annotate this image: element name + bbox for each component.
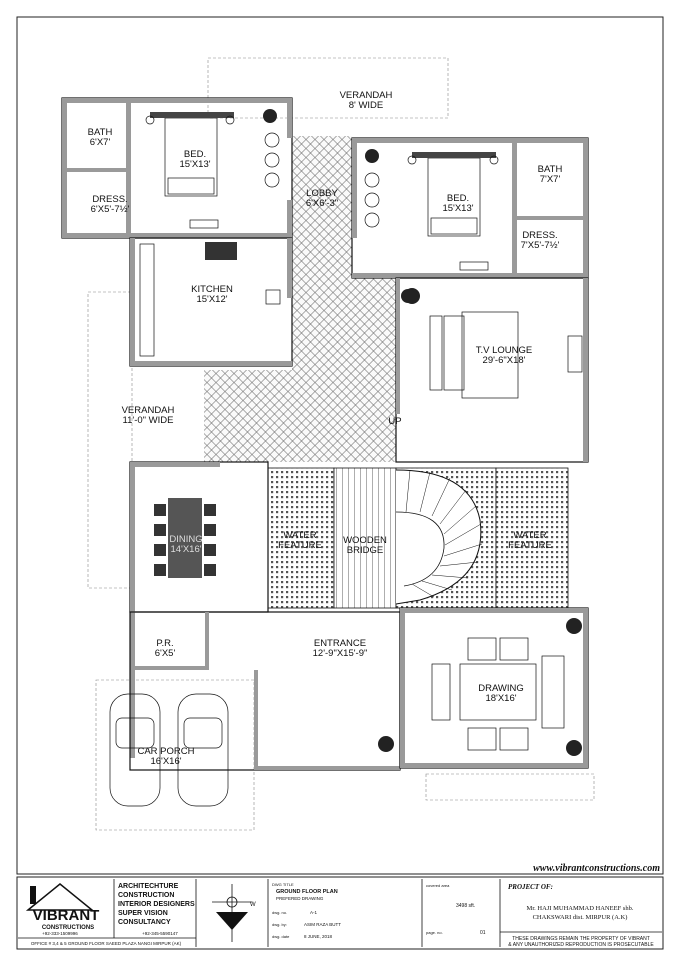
dwg-by-caption: dwg. by: xyxy=(272,922,287,927)
entrance-size: 12'-9"X15'-9" xyxy=(313,648,368,659)
lobby-name: LOBBY xyxy=(306,188,338,199)
water-right-size: FEATURE xyxy=(508,540,552,551)
ownership-note-1: THESE DRAWINGS REMAIN THE PROPERTY OF VI… xyxy=(512,936,650,942)
kitchen-block xyxy=(129,237,293,367)
brand-sub: CONSTRUCTIONS xyxy=(42,925,94,931)
tv-lounge-block xyxy=(395,277,589,463)
spiral-staircase xyxy=(395,469,483,605)
page-no: 01 xyxy=(480,930,486,936)
service-1: ARCHITECHTURE xyxy=(118,883,179,890)
water-left-name: WATER xyxy=(283,530,316,541)
bed-right-furniture xyxy=(364,149,499,271)
dwg-date-caption: dwg. date xyxy=(272,934,290,939)
office-address: OFFICE # 3,4 & 5 GROUND FLOOR SAEED PLAZ… xyxy=(31,941,182,946)
left-bedroom-block xyxy=(61,97,293,239)
client-location: CHAKSWARI dist. MIRPUR (A.K) xyxy=(533,914,628,921)
kitchen-name: KITCHEN xyxy=(191,284,233,295)
dwg-date: 8 JUNE, 2018 xyxy=(304,934,333,939)
bath-left-name: BATH xyxy=(88,127,113,138)
water-left-size: FEATURE xyxy=(278,540,322,551)
area-caption: covered area xyxy=(426,883,450,888)
courtyard-paving xyxy=(204,370,396,462)
verandah-top-size: 8' WIDE xyxy=(349,100,384,111)
title-block-border xyxy=(16,876,664,950)
verandah-left-name: VERANDAH xyxy=(122,405,175,416)
wooden-bridge xyxy=(333,467,397,609)
client-name: Mr. HAJI MUHAMMAD HANEEF shb. xyxy=(527,905,634,912)
dwg-no-caption: dwg. no. xyxy=(272,910,287,915)
lobby-upper-paving xyxy=(292,276,396,372)
phone-1: +92-333-1509996 xyxy=(42,931,78,936)
dress-left-name: DRESS. xyxy=(92,194,127,205)
verandah-left-outline xyxy=(87,291,133,589)
ownership-note-2: & ANY UNAUTHORIZED REPRODUCTION IS PROSE… xyxy=(508,942,654,948)
dwg-no: A-1 xyxy=(310,910,318,915)
bath-right-name: BATH xyxy=(538,164,563,175)
drawing-size: 18'X16' xyxy=(485,693,516,704)
dining-block xyxy=(129,461,269,758)
service-4: SUPER VISION xyxy=(118,910,168,917)
service-5: CONSULTANCY xyxy=(118,919,171,926)
project-caption: PROJECT OF: xyxy=(508,883,553,891)
bridge-size: BRIDGE xyxy=(347,545,383,556)
title-block: VIBRANT CONSTRUCTIONS +92-333-1509996 +9… xyxy=(18,879,662,948)
car-porch-name: CAR PORCH xyxy=(137,746,194,757)
sheet-border xyxy=(16,16,664,875)
plant-icons xyxy=(378,289,582,756)
car-porch-size: 16'X16' xyxy=(150,756,181,767)
service-3: INTERIOR DESIGNERS xyxy=(118,901,195,908)
drawing-block xyxy=(399,607,595,801)
compass-letter: W xyxy=(250,902,256,908)
right-bedroom-block xyxy=(351,137,589,279)
dining-name: DINING xyxy=(169,534,202,545)
water-feature-right xyxy=(495,467,569,609)
service-2: CONSTRUCTION xyxy=(118,892,174,899)
tv-lounge-name: T.V LOUNGE xyxy=(476,345,533,356)
bath-right-size: 7'X7' xyxy=(540,174,561,185)
verandah-top-name: VERANDAH xyxy=(340,90,393,101)
dress-left-size: 6'X5'-7½' xyxy=(91,204,130,215)
pr-name: P.R. xyxy=(156,638,173,649)
dress-right-size: 7'X5'-7½' xyxy=(521,240,560,251)
stair-up-label: UP xyxy=(388,416,401,427)
verandah-left-size: 11'-0" WIDE xyxy=(123,415,174,426)
bath-left-size: 6'X7' xyxy=(90,137,111,148)
brand-name: VIBRANT xyxy=(33,907,100,924)
bed-right-size: 15'X13' xyxy=(442,203,473,214)
dining-size: 14'X16' xyxy=(170,544,201,555)
verandah-top-outline xyxy=(207,57,449,119)
dwg-by: ASIM RAZA BUTT xyxy=(304,922,341,927)
bed-right-name: BED. xyxy=(447,193,469,204)
room-labels: VERANDAH 8' WIDE BATH 6'X7' DRESS. 6'X5'… xyxy=(88,90,563,767)
parked-cars xyxy=(109,693,229,807)
pr-size: 6'X5' xyxy=(155,648,176,659)
drawing-name: DRAWING xyxy=(478,683,524,694)
area-value: 3498 sft. xyxy=(456,903,475,909)
lobby-size: 6'X6'-3" xyxy=(306,198,338,209)
page-caption: page. no. xyxy=(426,930,443,935)
house-logo-icon xyxy=(25,883,95,911)
kitchen-size: 15'X12' xyxy=(196,294,227,305)
water-right-name: WATER xyxy=(513,530,546,541)
phone-2: +92-345-5590147 xyxy=(142,931,178,936)
north-compass-icon xyxy=(212,884,252,942)
bridge-name: WOODEN xyxy=(343,535,387,546)
dwg-subtitle: PREFERED DRAWING xyxy=(276,896,324,901)
entrance-name: ENTRANCE xyxy=(314,638,366,649)
tv-lounge-size: 29'-6"X18' xyxy=(483,355,526,366)
dwg-title-caption: DWG TITLE xyxy=(272,882,294,887)
bed-left-furniture xyxy=(145,109,280,229)
website-url: www.vibrantconstructions.com xyxy=(533,863,660,874)
dwg-title: GROUND FLOOR PLAN xyxy=(276,889,338,895)
bed-left-name: BED. xyxy=(184,149,206,160)
dress-right-name: DRESS. xyxy=(522,230,557,241)
bed-left-size: 15'X13' xyxy=(179,159,210,170)
